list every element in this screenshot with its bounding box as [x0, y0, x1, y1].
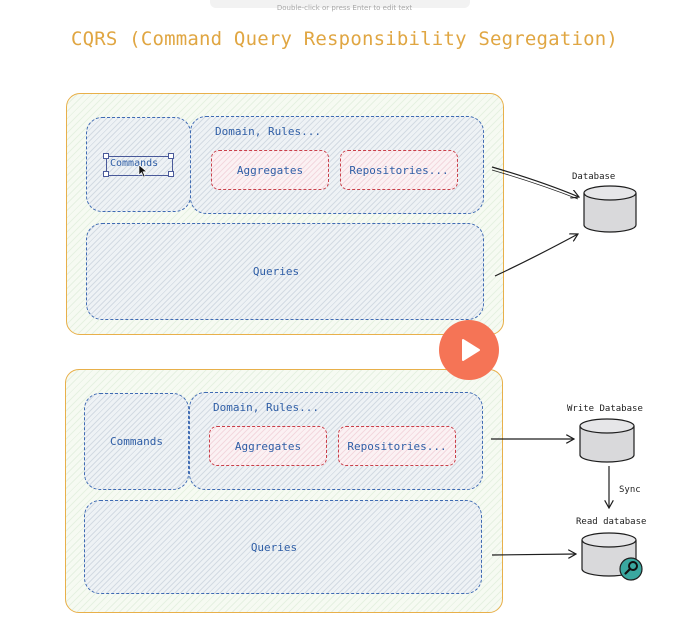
commands-box[interactable] — [86, 117, 191, 212]
commands-label: Commands — [110, 435, 163, 448]
sync-label[interactable]: Sync — [619, 485, 641, 495]
aggregates-box[interactable]: Aggregates — [211, 150, 329, 190]
queries-box[interactable]: Queries — [84, 500, 482, 594]
commands-label[interactable]: Commands — [110, 158, 159, 169]
selection-frame[interactable] — [106, 156, 173, 176]
resize-handle[interactable] — [168, 153, 174, 159]
commands-box[interactable]: Commands — [84, 393, 189, 490]
play-icon — [462, 339, 480, 361]
repositories-box[interactable]: Repositories... — [338, 426, 456, 466]
database-icon[interactable] — [583, 185, 637, 233]
database-label[interactable]: Database — [572, 172, 616, 182]
repositories-label: Repositories... — [347, 439, 447, 453]
queries-to-read-db-arrow[interactable] — [491, 554, 576, 555]
write-database-label[interactable]: Write Database — [567, 404, 643, 414]
domain-label[interactable]: Domain, Rules... — [215, 125, 321, 138]
edit-hint: Double-click or press Enter to edit text — [276, 4, 413, 12]
queries-label: Queries — [252, 265, 300, 278]
write-database-icon[interactable] — [579, 418, 635, 463]
search-icon — [619, 557, 643, 581]
aggregates-label: Aggregates — [236, 163, 304, 177]
domain-label[interactable]: Domain, Rules... — [213, 401, 319, 414]
resize-handle[interactable] — [103, 171, 109, 177]
queries-label: Queries — [250, 540, 298, 554]
play-button[interactable] — [439, 320, 499, 380]
aggregates-box[interactable]: Aggregates — [209, 426, 327, 466]
resize-handle[interactable] — [168, 171, 174, 177]
diagram-title[interactable]: CQRS (Command Query Responsibility Segre… — [70, 28, 619, 50]
repositories-box[interactable]: Repositories... — [340, 150, 458, 190]
queries-to-database-arrow[interactable] — [494, 234, 578, 277]
commands-to-database-arrow[interactable] — [491, 166, 579, 197]
queries-box[interactable]: Queries — [86, 223, 484, 320]
aggregates-label: Aggregates — [234, 439, 302, 453]
pointer-cursor — [138, 164, 148, 178]
read-database-label[interactable]: Read database — [576, 517, 647, 527]
commands-to-database-arrow-line2 — [491, 169, 579, 200]
repositories-label: Repositories... — [349, 163, 449, 177]
resize-handle[interactable] — [103, 153, 109, 159]
toolbar-tab — [210, 0, 470, 8]
